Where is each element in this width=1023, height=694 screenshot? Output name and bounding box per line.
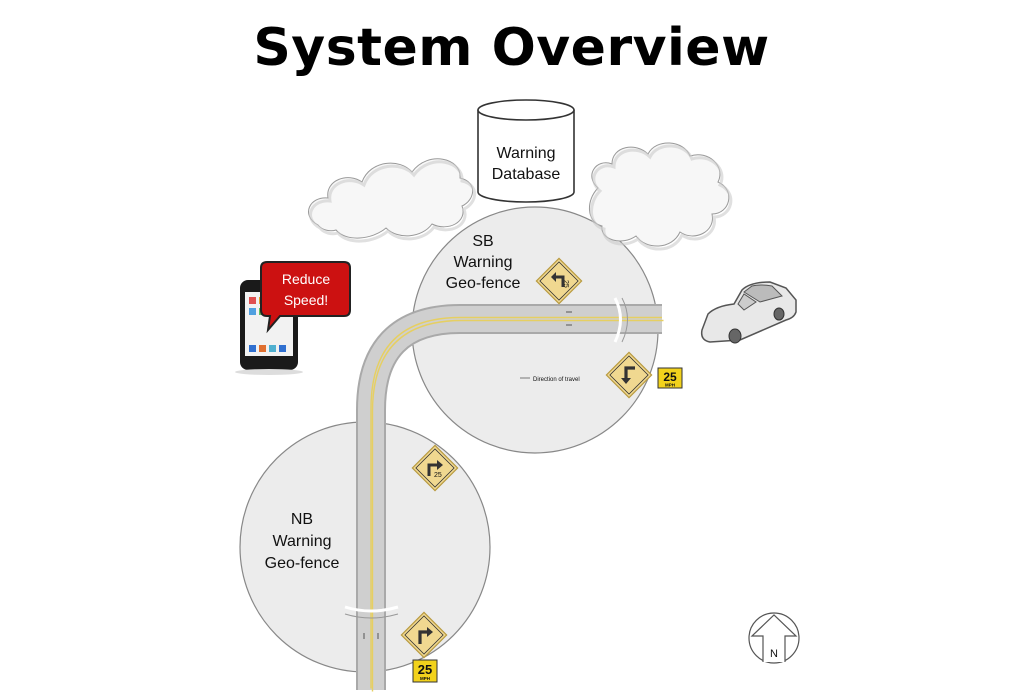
car (700, 281, 797, 344)
warning-database: Warning Database (477, 99, 575, 203)
cloud-left (308, 158, 477, 243)
page-title: System Overview (253, 18, 770, 78)
road (344, 297, 664, 692)
speed-plate-sb-unit: MPH (665, 383, 675, 388)
nb-geofence-label-line2: Warning (273, 533, 332, 550)
database-label-line2: Database (492, 166, 561, 183)
north-label: N (770, 648, 778, 660)
curve-warning-sign-sb-advance (605, 351, 653, 399)
north-arrow: N (748, 612, 800, 664)
cloud-right (589, 142, 733, 251)
sb-geofence-label-line3: Geo-fence (446, 275, 521, 292)
direction-of-travel: Direction of travel (520, 377, 580, 383)
sb-geofence-label-line1: SB (472, 233, 493, 250)
direction-label: Direction of travel (533, 377, 580, 383)
curve-warning-sign-sb: 25 (535, 257, 583, 305)
speed-plate-nb-value: 25 (418, 662, 432, 677)
alert-line2: Speed! (284, 292, 328, 308)
sign-speed-text-nb: 25 (434, 472, 442, 479)
speed-plate-nb-unit: MPH (420, 676, 430, 681)
curve-warning-sign-nb: 25 (411, 444, 459, 492)
speed-plate-nb: 25 MPH (412, 659, 438, 683)
alert-line1: Reduce (282, 271, 330, 287)
database-label-line1: Warning (497, 145, 556, 162)
sb-geofence-label-line2: Warning (454, 254, 513, 271)
speed-plate-sb-value: 25 (663, 370, 677, 384)
nb-geofence-label-line1: NB (291, 511, 313, 528)
sign-speed-text: 25 (562, 280, 569, 288)
speed-plate-sb: 25 MPH (657, 367, 683, 389)
reduce-speed-alert: Reduce Speed! (260, 261, 351, 334)
nb-geofence-label-line3: Geo-fence (265, 555, 340, 572)
curve-warning-sign-nb-advance (400, 611, 448, 659)
